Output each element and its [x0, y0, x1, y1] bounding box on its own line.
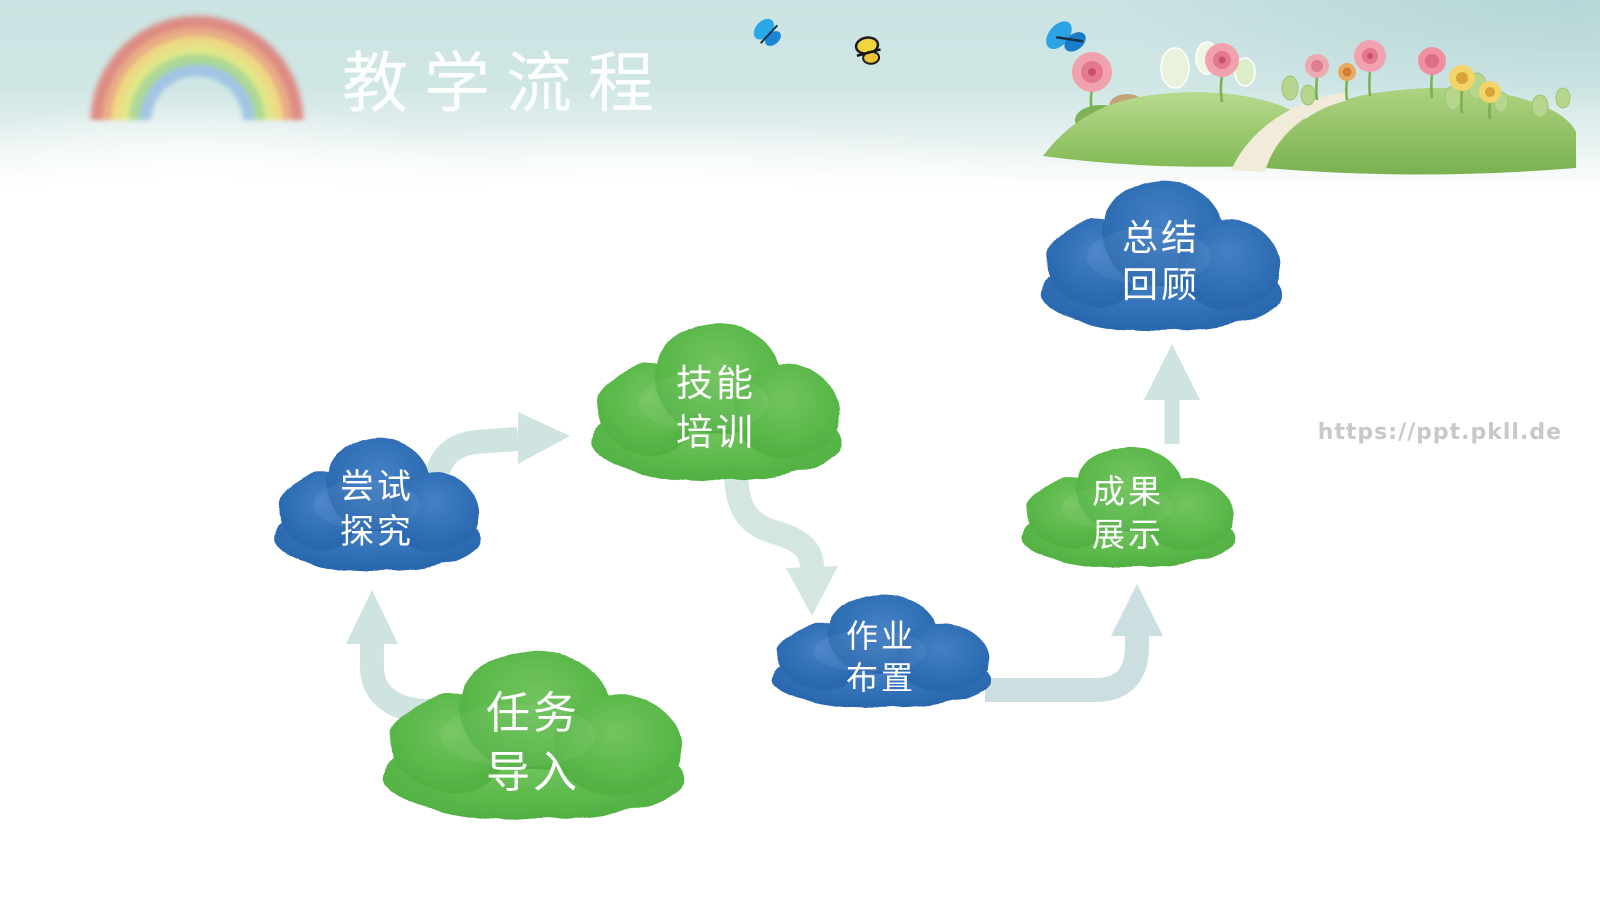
cloud-text-line: 回顾 — [1121, 265, 1200, 307]
cloud-green-shape — [1021, 446, 1235, 569]
cloud-text-line: 探究 — [340, 511, 414, 552]
cloud-text-line: 布置 — [845, 659, 916, 698]
butterfly-yellow-icon — [854, 36, 881, 65]
flow-step-results: 成果 展示 — [1011, 440, 1245, 570]
flow-step-summary: 总结 回顾 — [1029, 172, 1293, 334]
cloud-blue-shape — [771, 594, 991, 709]
flow-step-homework: 作业 布置 — [761, 588, 1001, 710]
arrow-results-to-summary — [1144, 344, 1200, 444]
cloud-blue-shape — [1041, 180, 1281, 332]
watermark-url: https://ppt.pkll.de — [1317, 420, 1562, 445]
cloud-text-line: 培训 — [676, 410, 756, 454]
arrow-homework-to-results — [985, 584, 1163, 702]
cloud-green-shape — [591, 323, 841, 482]
cloud-text-line: 尝试 — [340, 467, 414, 508]
cloud-label: 尝试 探究 — [264, 430, 490, 574]
butterfly-meadow-icon — [1046, 21, 1086, 52]
cloud-label: 任务 导入 — [368, 641, 698, 823]
cloud-text-line: 展示 — [1092, 515, 1164, 555]
flow-step-task-intro: 任务 导入 — [368, 641, 698, 823]
cloud-text-line: 总结 — [1121, 217, 1200, 259]
cloud-green-shape — [383, 650, 683, 821]
cloud-label: 作业 布置 — [761, 588, 1001, 710]
cloud-text-line: 作业 — [845, 617, 916, 656]
cloud-text-line: 导入 — [486, 746, 580, 798]
flow-step-skill-training: 技能 培训 — [579, 314, 853, 484]
cloud-label: 总结 回顾 — [1029, 172, 1293, 334]
cloud-label: 技能 培训 — [579, 314, 853, 484]
cloud-text-line: 技能 — [676, 361, 756, 405]
page-title: 教学流程 — [342, 45, 670, 122]
arrow-skill-to-homework — [724, 470, 838, 616]
cloud-label: 成果 展示 — [1011, 440, 1245, 570]
cloud-text-line: 任务 — [486, 688, 580, 740]
cloud-blue-shape — [274, 437, 480, 573]
flow-step-try-explore: 尝试 探究 — [264, 430, 490, 574]
rainbow-decoration — [86, 6, 308, 120]
meadow-illustration — [1043, 21, 1576, 175]
butterfly-blue-icon — [753, 18, 781, 46]
cloud-text-line: 成果 — [1092, 471, 1164, 511]
